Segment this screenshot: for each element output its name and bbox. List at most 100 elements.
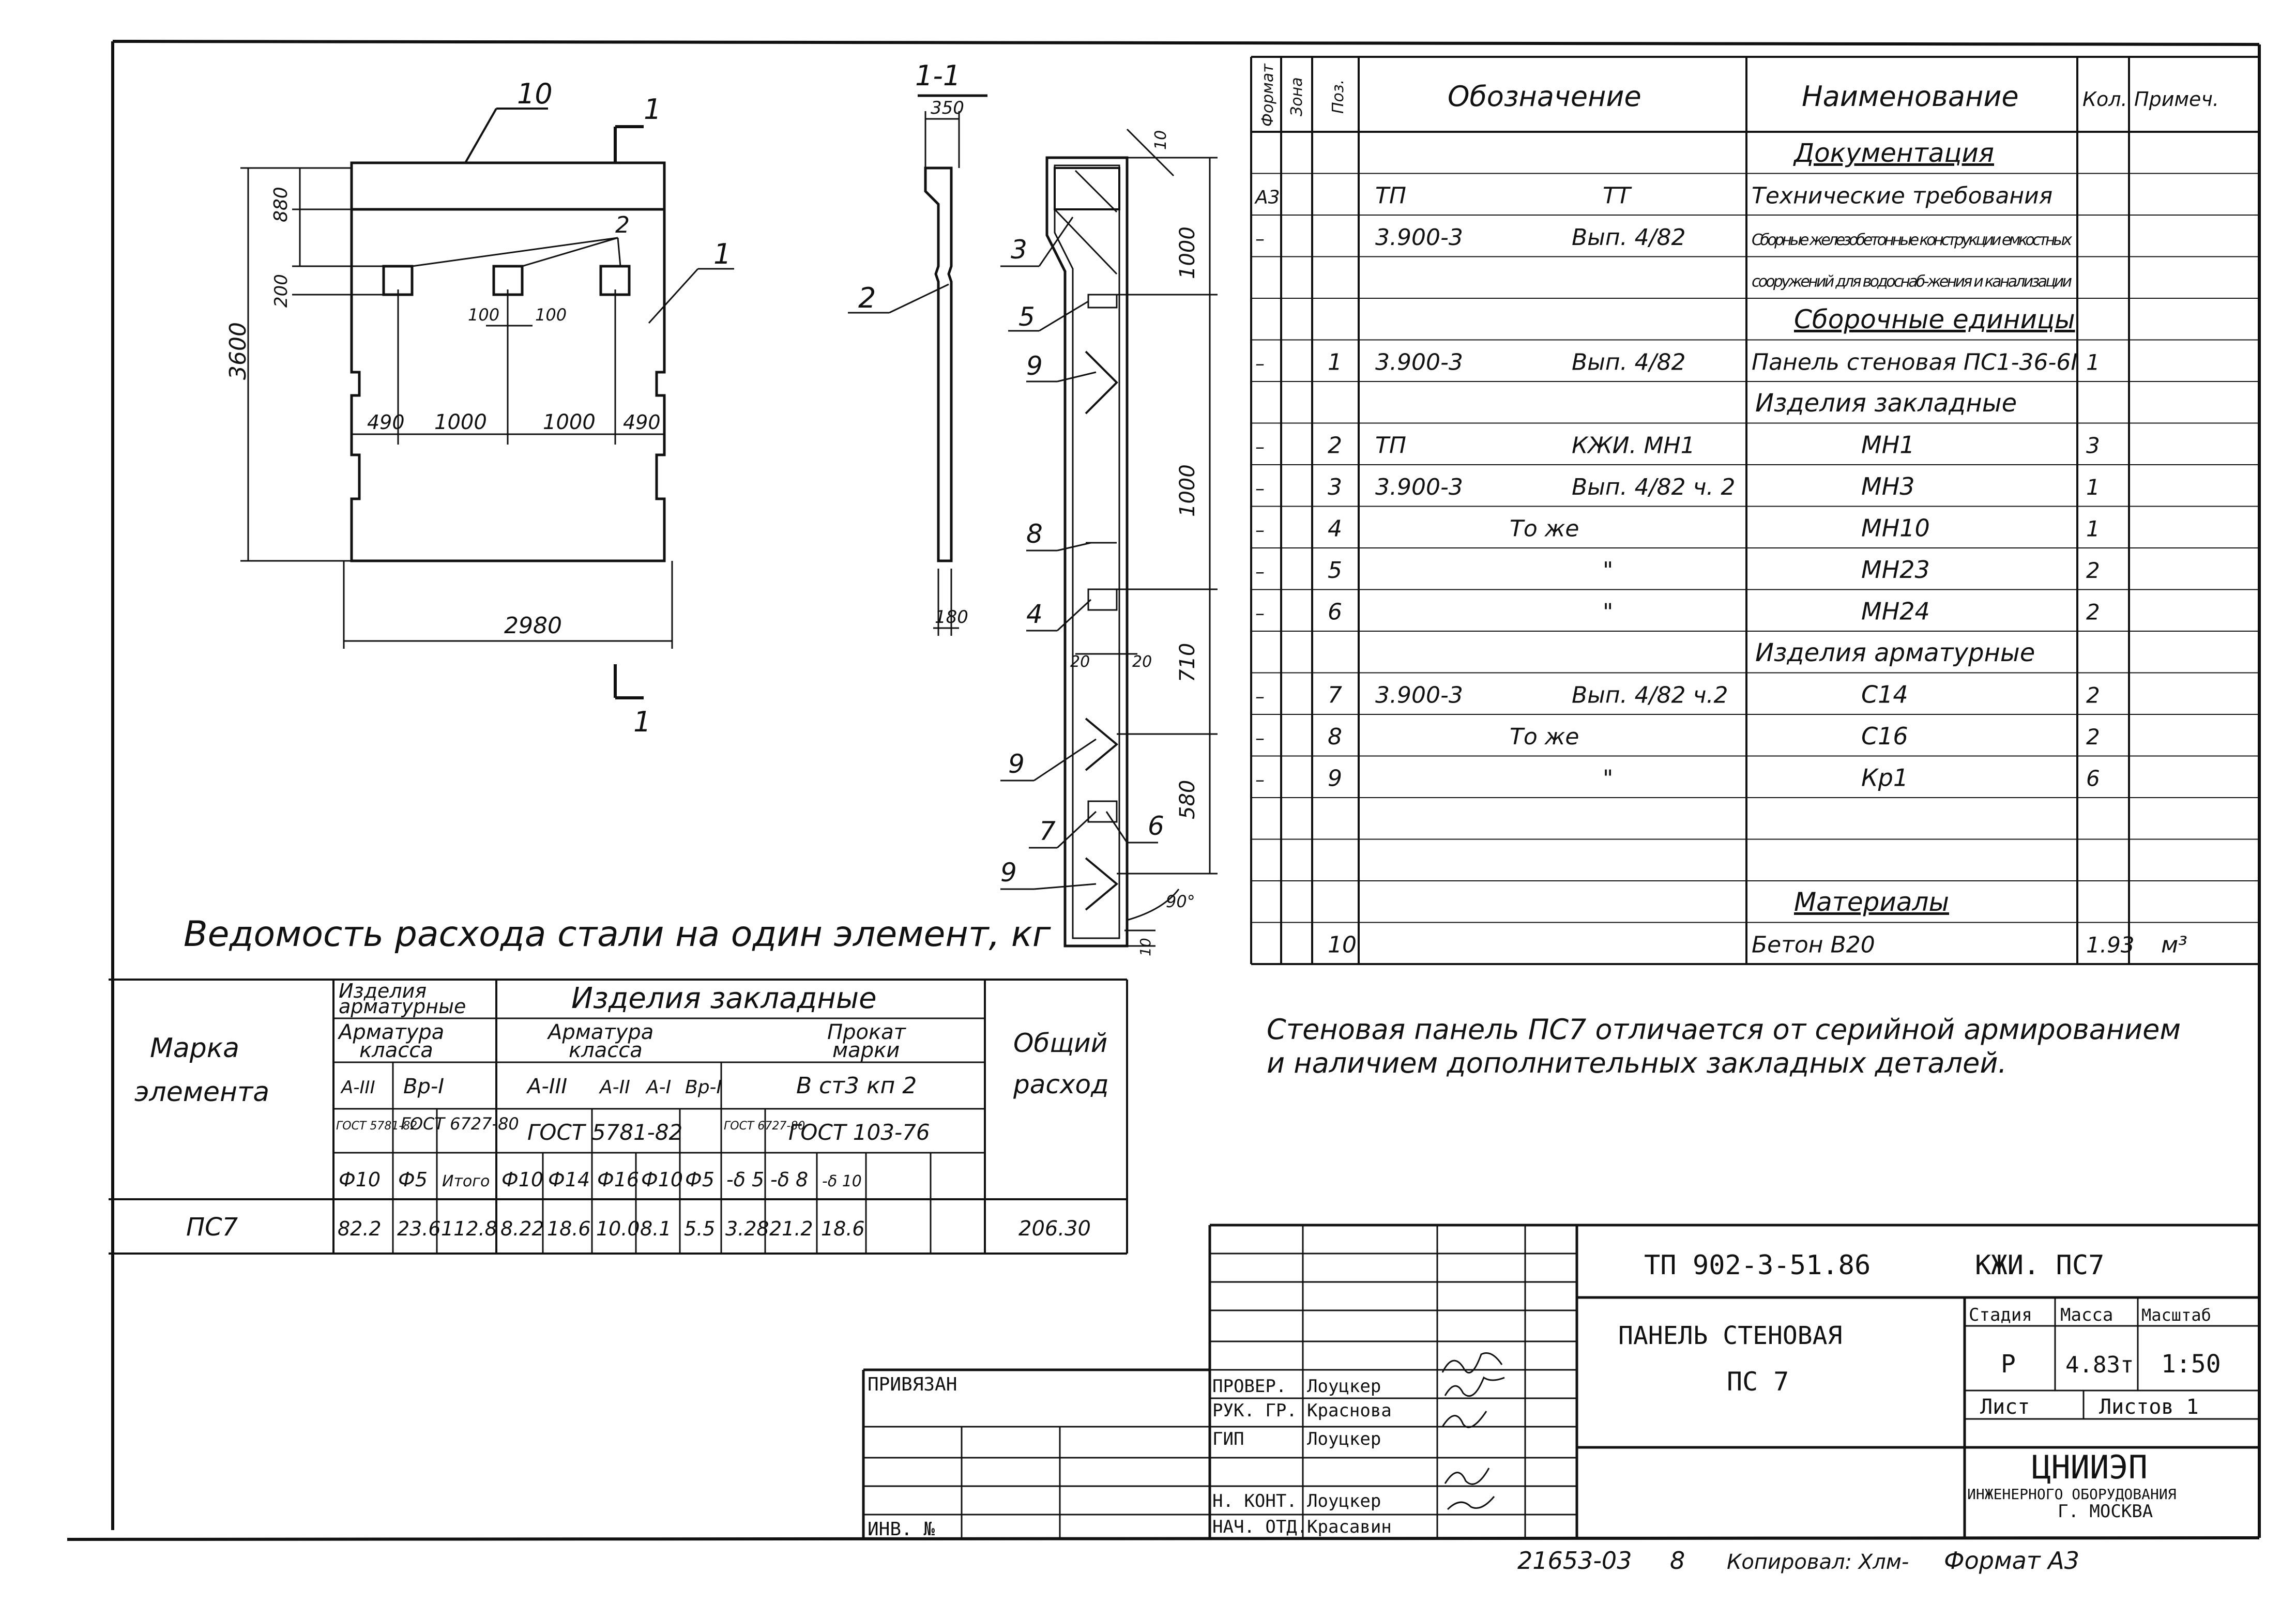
spec-position: 10 (1328, 931, 1357, 958)
view-label: 1-1 (915, 59, 961, 92)
steel-arm2-a: Арматура (546, 1020, 653, 1044)
spec-quantity: 2 (2086, 558, 2100, 583)
dim-win-w2: 100 (535, 305, 567, 325)
spec-format: – (1255, 728, 1265, 749)
doc-code: ТП 902-3-51.86 (1644, 1250, 1871, 1281)
hdr-stage: Стадия (1969, 1305, 2032, 1325)
spec-name: Материалы (1794, 887, 1949, 917)
spec-designation-2: КЖИ. МН1 (1572, 432, 1695, 459)
steel-diameter: Ф16 (597, 1168, 639, 1191)
steel-diameter: Итого (442, 1172, 490, 1190)
hdr-zone: Зона (1288, 77, 1306, 116)
title-block-grid (862, 1224, 2259, 1539)
dim-total-h: 3600 (225, 322, 251, 380)
spec-name: Изделия арматурные (1755, 638, 2035, 667)
spec-name: МН10 (1861, 514, 1930, 542)
note-line-1: Стеновая панель ПС7 отличается от серийн… (1267, 1013, 2181, 1046)
steel-c-bpi2: Вр-I (685, 1077, 722, 1098)
hdr-pos: Поз. (1329, 80, 1347, 114)
panel-elevation (240, 108, 734, 699)
stamp-person: Краснова (1307, 1400, 1392, 1421)
org-1: ЦНИИЭП (2032, 1448, 2148, 1486)
spec-position: 2 (1328, 432, 1342, 459)
steel-arm-b: класса (359, 1038, 433, 1062)
steel-prokat-b: марки (832, 1038, 900, 1062)
steel-prokat-a: Прокат (827, 1020, 907, 1044)
val-stage: Р (2001, 1350, 2016, 1379)
spec-position: 9 (1328, 765, 1342, 791)
dim-s580: 580 (1176, 780, 1199, 819)
title-block-text: ТП 902-3-51.86 КЖИ. ПС7 ПАНЕЛЬ СТЕНОВАЯ … (868, 1250, 2221, 1540)
steel-value: 8.1 (640, 1217, 671, 1240)
dim-s1000b: 1000 (1176, 464, 1199, 517)
callout-7: 7 (1039, 816, 1056, 846)
callout-1a: 1 (644, 93, 661, 126)
steel-value: 5.5 (684, 1217, 715, 1240)
spec-designation-2: " (1603, 765, 1613, 791)
dim-1000b: 1000 (543, 410, 596, 434)
spec-quantity: 3 (2086, 433, 2100, 458)
callout-2b: 2 (858, 282, 876, 314)
steel-value: 18.6 (821, 1217, 865, 1240)
drawing-labels: 1-1 1 10 1 2 1 2 3 5 9 8 4 9 7 6 9 2980 … (225, 59, 1199, 956)
callout-9c: 9 (1000, 858, 1017, 888)
callout-9b: 9 (1008, 749, 1025, 779)
stamp-role: ГИП (1212, 1429, 1244, 1449)
dim-top-h: 880 (270, 187, 292, 222)
stamp-role: ПРОВЕР. (1212, 1376, 1286, 1397)
steel-c-aii: А-II (599, 1077, 630, 1098)
spec-format: – (1255, 478, 1265, 499)
val-scale: 1:50 (2161, 1350, 2221, 1379)
hdr-scale: Масштаб (2141, 1305, 2211, 1325)
dim-angle: 90° (1166, 892, 1195, 911)
dim-20a: 20 (1070, 653, 1090, 671)
spec-quantity: 6 (2086, 766, 2100, 791)
spec-designation-1: 3.900-3 (1375, 682, 1463, 708)
callout-5: 5 (1018, 302, 1035, 332)
spec-designation-2: " (1603, 599, 1613, 625)
dim-1000a: 1000 (434, 410, 487, 434)
spec-designation-1: 3.900-3 (1375, 224, 1463, 251)
spec-row-lines (1251, 173, 2259, 923)
steel-diameter: Ф10 (641, 1168, 683, 1191)
spec-name: Сборочные единицы (1794, 304, 2075, 334)
steel-value: 8.22 (500, 1217, 544, 1240)
steel-c-aiii2: А-III (526, 1075, 567, 1098)
val-sheet: Лист (1980, 1395, 2030, 1419)
spec-designation-2: Вып. 4/82 ч. 2 (1572, 474, 1735, 500)
dim-width: 2980 (504, 613, 562, 639)
hdr-note: Примеч. (2134, 88, 2219, 111)
steel-value: 18.6 (547, 1217, 591, 1240)
steel-row-mark: ПС7 (186, 1213, 238, 1242)
dim-20b: 20 (1132, 653, 1152, 671)
steel-diameter: Ф10 (501, 1168, 543, 1191)
dim-sec-w: 350 (931, 98, 964, 118)
hdr-qty: Кол. (2082, 88, 2127, 111)
spec-format: – (1255, 686, 1265, 707)
steel-gost-4: ГОСТ 6727-80 (724, 1120, 805, 1133)
title-block-inner (863, 1225, 2259, 1539)
callout-4: 4 (1026, 599, 1043, 629)
hdr-name: Наименование (1802, 80, 2019, 113)
signatures (1441, 1352, 1505, 1510)
steel-value: 23.6 (397, 1217, 441, 1240)
stamp-person: Красавин (1307, 1517, 1392, 1537)
footer: 21653-03 8 Копировал: Хлм- Формат А3 (1517, 1547, 2079, 1575)
callout-10: 10 (517, 78, 553, 110)
spec-quantity: 1 (2086, 475, 2100, 500)
spec-format: А3 (1254, 187, 1280, 208)
spec-format: – (1255, 353, 1265, 374)
spec-designation-2: ТТ (1603, 182, 1632, 209)
dim-sec-10: 10 (1152, 130, 1170, 150)
callout-9a: 9 (1026, 351, 1043, 381)
callout-3: 3 (1011, 235, 1027, 265)
dim-s10b: 10 (1137, 938, 1154, 956)
spec-designation-2: Вып. 4/82 (1572, 349, 1685, 375)
stamp-person: Лоуцкер (1307, 1491, 1381, 1511)
stamp-person: Лоуцкер (1307, 1429, 1381, 1449)
section-1-1 (848, 94, 987, 636)
val-mass: 4.83т (2065, 1352, 2134, 1378)
steel-value: 3.28 (725, 1217, 769, 1240)
org-3: Г. МОСКВА (2058, 1501, 2153, 1522)
